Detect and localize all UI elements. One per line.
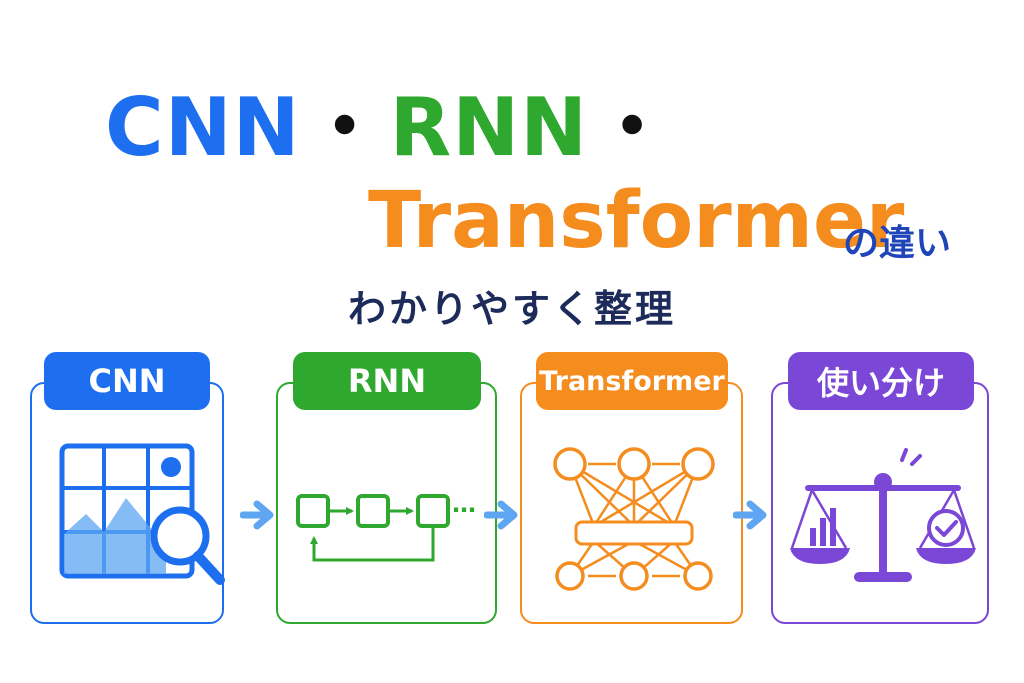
arrow-rnn-to-transformer-icon bbox=[484, 500, 518, 530]
title-suffix: の違い bbox=[843, 223, 952, 264]
rnn-ellipsis: … bbox=[452, 490, 476, 518]
title-separator-2: ・ bbox=[592, 81, 674, 174]
attention-network-icon bbox=[553, 447, 715, 591]
card-header-rnn: RNN bbox=[293, 352, 481, 410]
title-cnn: CNN bbox=[105, 81, 301, 174]
balance-scale-icon bbox=[790, 448, 976, 582]
title-transformer: Transformer bbox=[368, 176, 905, 266]
arrow-cnn-to-rnn-icon bbox=[240, 500, 274, 530]
card-header-cnn: CNN bbox=[44, 352, 210, 410]
title-separator-1: ・ bbox=[304, 81, 386, 174]
image-search-icon bbox=[59, 443, 225, 585]
recurrent-loop-icon bbox=[296, 494, 450, 562]
arrow-transformer-to-usage-icon bbox=[733, 500, 767, 530]
subtitle: わかりやすく整理 bbox=[347, 287, 676, 331]
title-rnn: RNN bbox=[389, 81, 589, 174]
card-header-transformer: Transformer bbox=[536, 352, 728, 410]
card-header-usage: 使い分け bbox=[788, 352, 974, 410]
title-line-1: CNN・RNN・ bbox=[105, 88, 677, 168]
